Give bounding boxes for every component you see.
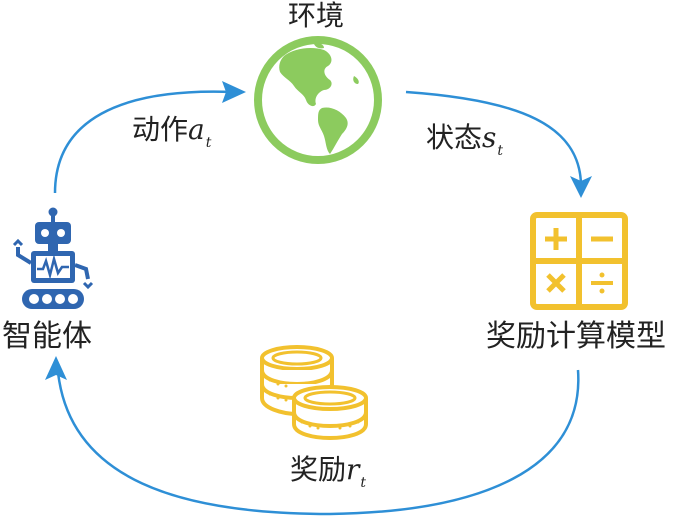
- state-text: 状态: [426, 121, 483, 154]
- reward-arrowhead: [45, 356, 67, 380]
- action-arrowhead: [222, 81, 246, 103]
- reward-sub: t: [360, 475, 367, 491]
- reward-text: 奖励: [290, 453, 347, 486]
- state-arrowhead: [570, 176, 592, 198]
- action-label: 动作at: [132, 113, 211, 151]
- coins-icon: [260, 345, 368, 440]
- reward-arrow: [56, 369, 580, 516]
- reward-model-label: 奖励计算模型: [486, 319, 666, 354]
- action-sub: t: [205, 135, 212, 151]
- action-arrow: [53, 90, 233, 194]
- robot-icon: [12, 207, 94, 309]
- environment-label: 环境: [288, 0, 345, 32]
- action-var: a: [188, 113, 205, 146]
- reward-var: r: [346, 453, 360, 486]
- agent-label: 智能体: [2, 319, 92, 354]
- state-sub: t: [497, 143, 504, 159]
- state-var: s: [482, 121, 497, 154]
- globe-icon: [254, 36, 382, 164]
- action-text: 动作: [132, 113, 189, 146]
- state-arrow: [405, 90, 583, 186]
- calculator-icon: [530, 212, 628, 310]
- state-label: 状态st: [426, 121, 503, 159]
- reward-label: 奖励rt: [290, 453, 366, 491]
